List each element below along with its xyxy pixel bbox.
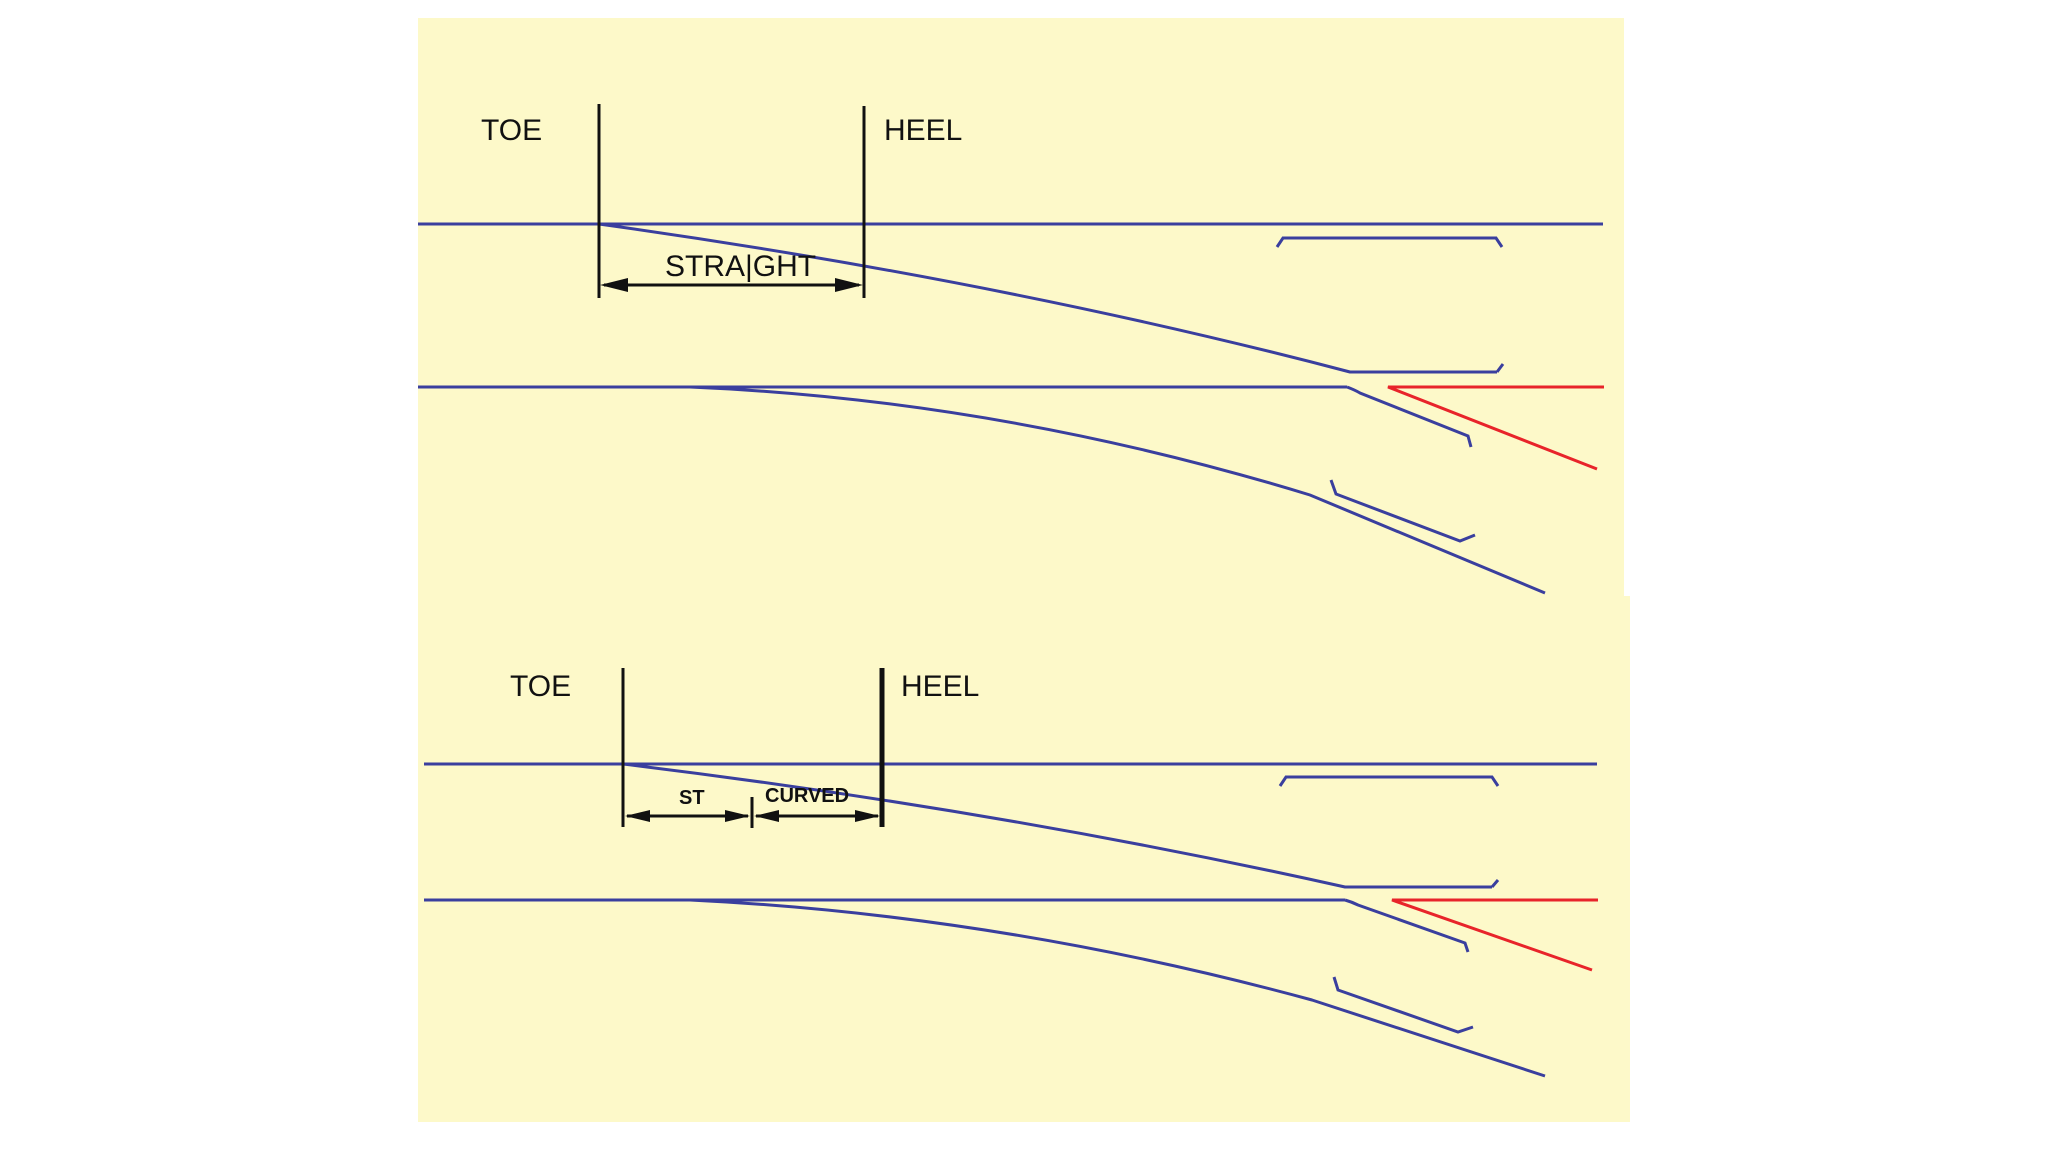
bottom-diverging-rail <box>689 898 1546 1078</box>
bottom-switch-rail-end-hook <box>1490 879 1500 888</box>
top-switch-rail <box>598 222 1497 374</box>
top-switch-diagram <box>418 104 1604 595</box>
bottom-toe-label: TOE <box>510 670 572 703</box>
bottom-curved-arrowhead-right <box>855 810 880 822</box>
top-check-rail-lower <box>1329 479 1476 543</box>
bottom-check-rail-upper <box>1278 775 1500 787</box>
bottom-panel <box>418 596 1630 1122</box>
top-switch-rail-end-hook <box>1495 363 1505 373</box>
top-switch-length-label: STRA|GHT <box>665 250 817 283</box>
top-wing-rail <box>1346 385 1473 448</box>
bottom-curved-arrowhead-left <box>754 810 779 822</box>
top-panel <box>418 18 1624 596</box>
top-length-arrowhead-left <box>600 278 628 292</box>
bottom-check-rail-lower <box>1332 976 1474 1034</box>
top-frog <box>1387 385 1604 471</box>
bottom-switch-rail <box>622 762 1492 889</box>
top-check-rail-upper <box>1275 236 1504 248</box>
bottom-frog <box>1391 898 1598 972</box>
bottom-straight-arrowhead-left <box>625 810 650 822</box>
top-toe-label: TOE <box>481 114 543 147</box>
top-diverging-rail <box>689 385 1546 595</box>
top-length-arrowhead-right <box>835 278 863 292</box>
bottom-wing-rail <box>1344 898 1470 953</box>
bottom-curved-part-label: CURVED <box>765 785 850 807</box>
top-heel-label: HEEL <box>884 114 963 147</box>
bottom-straight-part-label: ST <box>679 787 705 809</box>
bottom-switch-diagram <box>424 668 1598 1078</box>
bottom-straight-arrowhead-right <box>725 810 750 822</box>
bottom-heel-label: HEEL <box>901 670 980 703</box>
